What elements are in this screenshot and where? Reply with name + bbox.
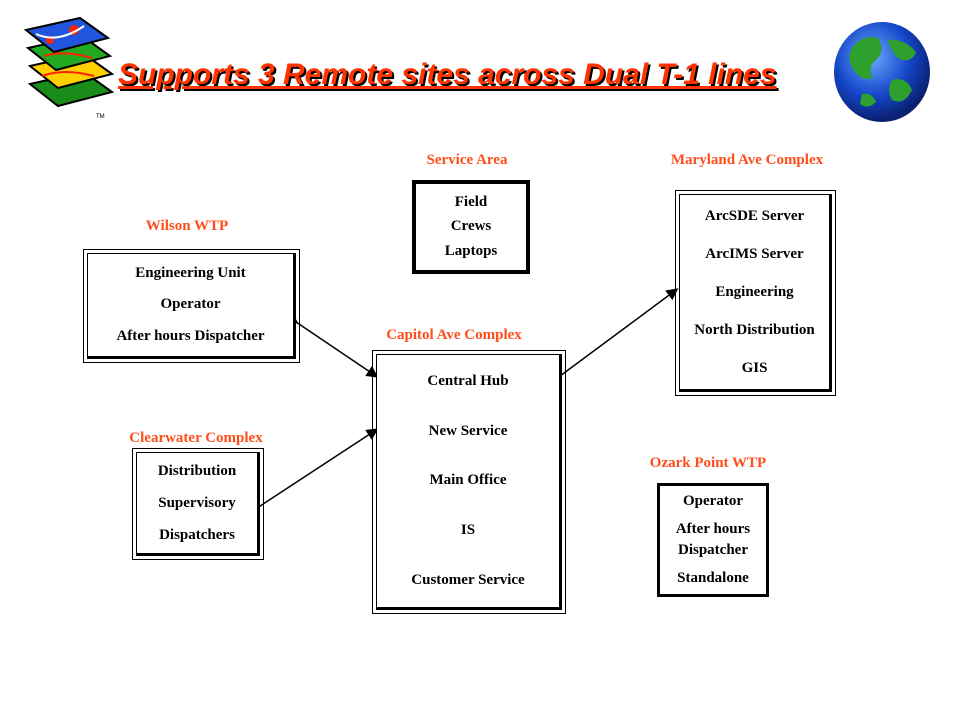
- maryland-label: Maryland Ave Complex: [670, 152, 824, 168]
- site-item: Operator: [160, 296, 221, 313]
- site-item: Operator: [683, 493, 743, 510]
- layers-logo: TM: [23, 16, 115, 120]
- site-item: Engineering: [715, 283, 794, 300]
- site-item: Field: [454, 193, 488, 210]
- site-item: Central Hub: [427, 373, 509, 390]
- capitol-label: Capitol Ave Complex: [386, 327, 522, 343]
- site-item: Main Office: [429, 472, 507, 489]
- site-item: New Service: [428, 422, 508, 439]
- site-item: ArcSDE Server: [704, 207, 805, 224]
- site-item: Supervisory: [158, 494, 236, 511]
- site-item: Distribution: [157, 462, 237, 479]
- globe-icon: [834, 22, 930, 122]
- site-item: Engineering Unit: [135, 265, 246, 282]
- site-item: IS: [460, 522, 476, 539]
- wilson-label: Wilson WTP: [145, 218, 229, 234]
- page-title: Supports 3 Remote sites across Dual T-1 …: [118, 58, 777, 91]
- site-item: After hours Dispatcher: [116, 327, 265, 344]
- maryland-box: ArcSDE Server ArcIMS Server Engineering …: [675, 190, 836, 396]
- link-wilson-capitol: [285, 311, 379, 378]
- svg-text:TM: TM: [96, 114, 105, 120]
- site-item: Standalone: [677, 569, 749, 586]
- site-item: After hours Dispatcher: [675, 520, 751, 558]
- site-item: Customer Service: [411, 571, 525, 588]
- site-item: Dispatchers: [159, 526, 235, 543]
- site-item: GIS: [741, 359, 768, 376]
- site-item: Laptops: [444, 243, 498, 260]
- site-item: North Distribution: [694, 321, 815, 338]
- ozark-label: Ozark Point WTP: [649, 455, 767, 471]
- clearwater-label: Clearwater Complex: [129, 430, 263, 446]
- wilson-box: Engineering Unit Operator After hours Di…: [83, 249, 300, 363]
- site-item: Crews: [450, 218, 492, 235]
- capitol-box: Central Hub New Service Main Office IS C…: [372, 350, 566, 614]
- link-capitol-maryland: [549, 288, 679, 387]
- clearwater-box: Distribution Supervisory Dispatchers: [132, 448, 264, 560]
- ozark-box: Operator After hours Dispatcher Standalo…: [657, 483, 769, 597]
- site-item: ArcIMS Server: [705, 245, 804, 262]
- service-area-box: Field Crews Laptops: [412, 180, 530, 274]
- link-clearwater-capitol: [243, 428, 379, 520]
- service-area-label: Service Area: [426, 152, 508, 168]
